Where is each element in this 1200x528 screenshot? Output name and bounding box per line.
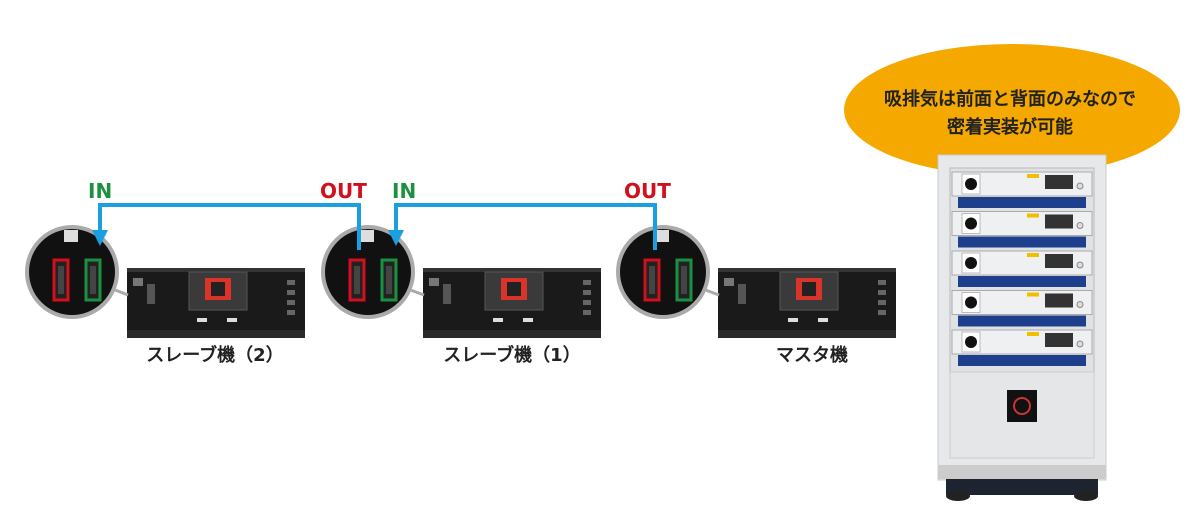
rack-power-supply-unit <box>951 250 1093 287</box>
slave-2-caption: スレーブ機（2） <box>146 344 283 366</box>
callout-bubble <box>844 44 1180 176</box>
arrow-down-icon <box>388 230 404 246</box>
master-device <box>616 225 897 339</box>
in-label-slave2: IN <box>88 179 112 203</box>
parallel-port-magnifier <box>321 225 415 319</box>
in-label-slave1: IN <box>392 179 416 203</box>
rack-power-supply-unit <box>951 211 1093 248</box>
rack-power-supply-unit <box>951 329 1093 366</box>
cable-slave1-to-slave2 <box>98 203 361 250</box>
parallel-port-magnifier <box>616 225 710 319</box>
out-label-slave1: OUT <box>320 179 367 203</box>
rack-cabinet <box>937 154 1107 501</box>
cable-master-to-slave1 <box>394 203 657 250</box>
slave-1-device <box>321 225 602 339</box>
arrow-down-icon <box>92 230 108 246</box>
rack-power-supply-unit <box>951 171 1093 208</box>
slave-2-device <box>25 225 306 339</box>
parallel-port-magnifier <box>25 225 119 319</box>
slave-1-caption: スレーブ機（1） <box>443 344 580 366</box>
out-label-master: OUT <box>624 179 671 203</box>
breaker-switch <box>1007 390 1037 422</box>
rack-power-supply-unit <box>951 290 1093 327</box>
master-caption: マスタ機 <box>776 344 848 366</box>
